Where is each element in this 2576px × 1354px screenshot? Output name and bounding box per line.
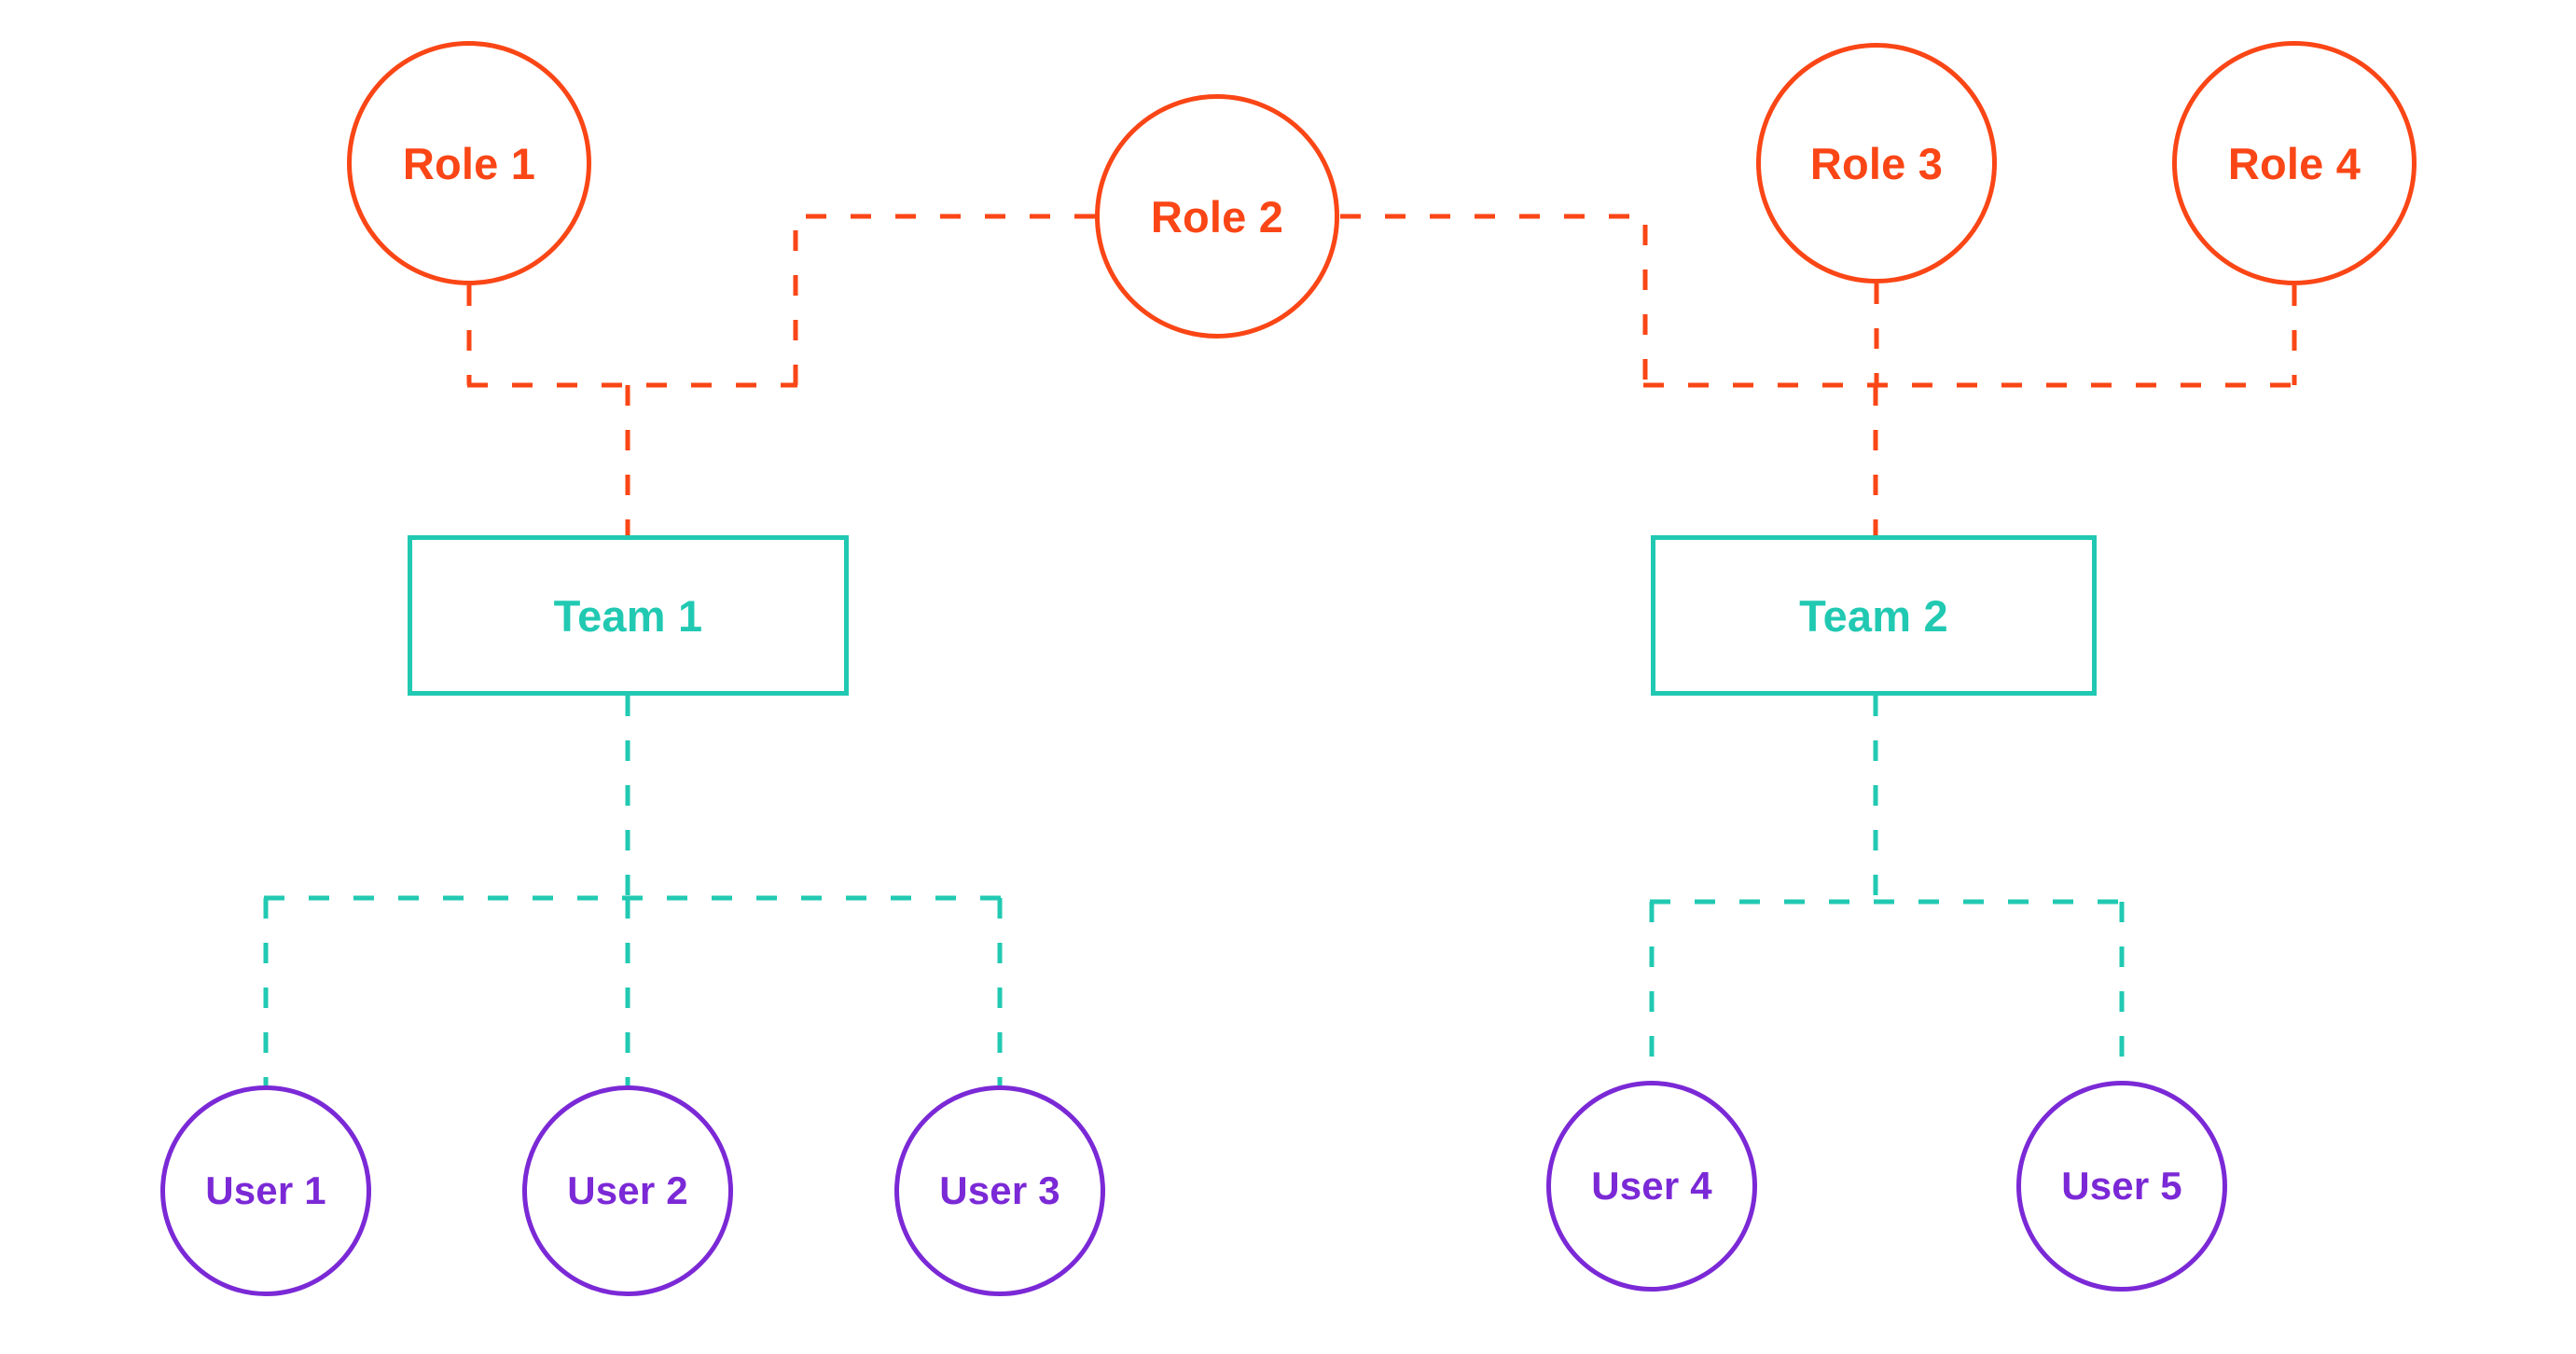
team-node-team2[interactable]: Team 2 (1651, 535, 2097, 696)
role-label: Role 1 (402, 138, 536, 188)
role-label: Role 2 (1150, 191, 1284, 242)
user-label: User 3 (939, 1168, 1060, 1212)
edge-role2-right-lead (1340, 214, 1648, 385)
user-node-user4[interactable]: User 4 (1546, 1081, 1757, 1292)
user-node-user1[interactable]: User 1 (160, 1085, 371, 1296)
user-node-user3[interactable]: User 3 (894, 1085, 1105, 1296)
role-node-role4[interactable]: Role 4 (2172, 41, 2417, 285)
user-label: User 5 (2061, 1164, 2182, 1208)
team-label: Team 1 (553, 590, 703, 641)
role-node-role3[interactable]: Role 3 (1756, 43, 1997, 283)
user-label: User 1 (205, 1168, 326, 1212)
role-node-role2[interactable]: Role 2 (1095, 94, 1339, 338)
role-node-role1[interactable]: Role 1 (347, 41, 591, 285)
team-label: Team 2 (1799, 590, 1948, 641)
team-node-team1[interactable]: Team 1 (408, 535, 849, 696)
role-label: Role 4 (2227, 138, 2361, 188)
user-node-user5[interactable]: User 5 (2016, 1081, 2227, 1292)
role-label: Role 3 (1809, 138, 1944, 188)
user-label: User 4 (1591, 1164, 1712, 1208)
user-node-user2[interactable]: User 2 (522, 1085, 733, 1296)
user-label: User 2 (567, 1168, 688, 1212)
edge-role2-left-lead (793, 214, 1095, 385)
